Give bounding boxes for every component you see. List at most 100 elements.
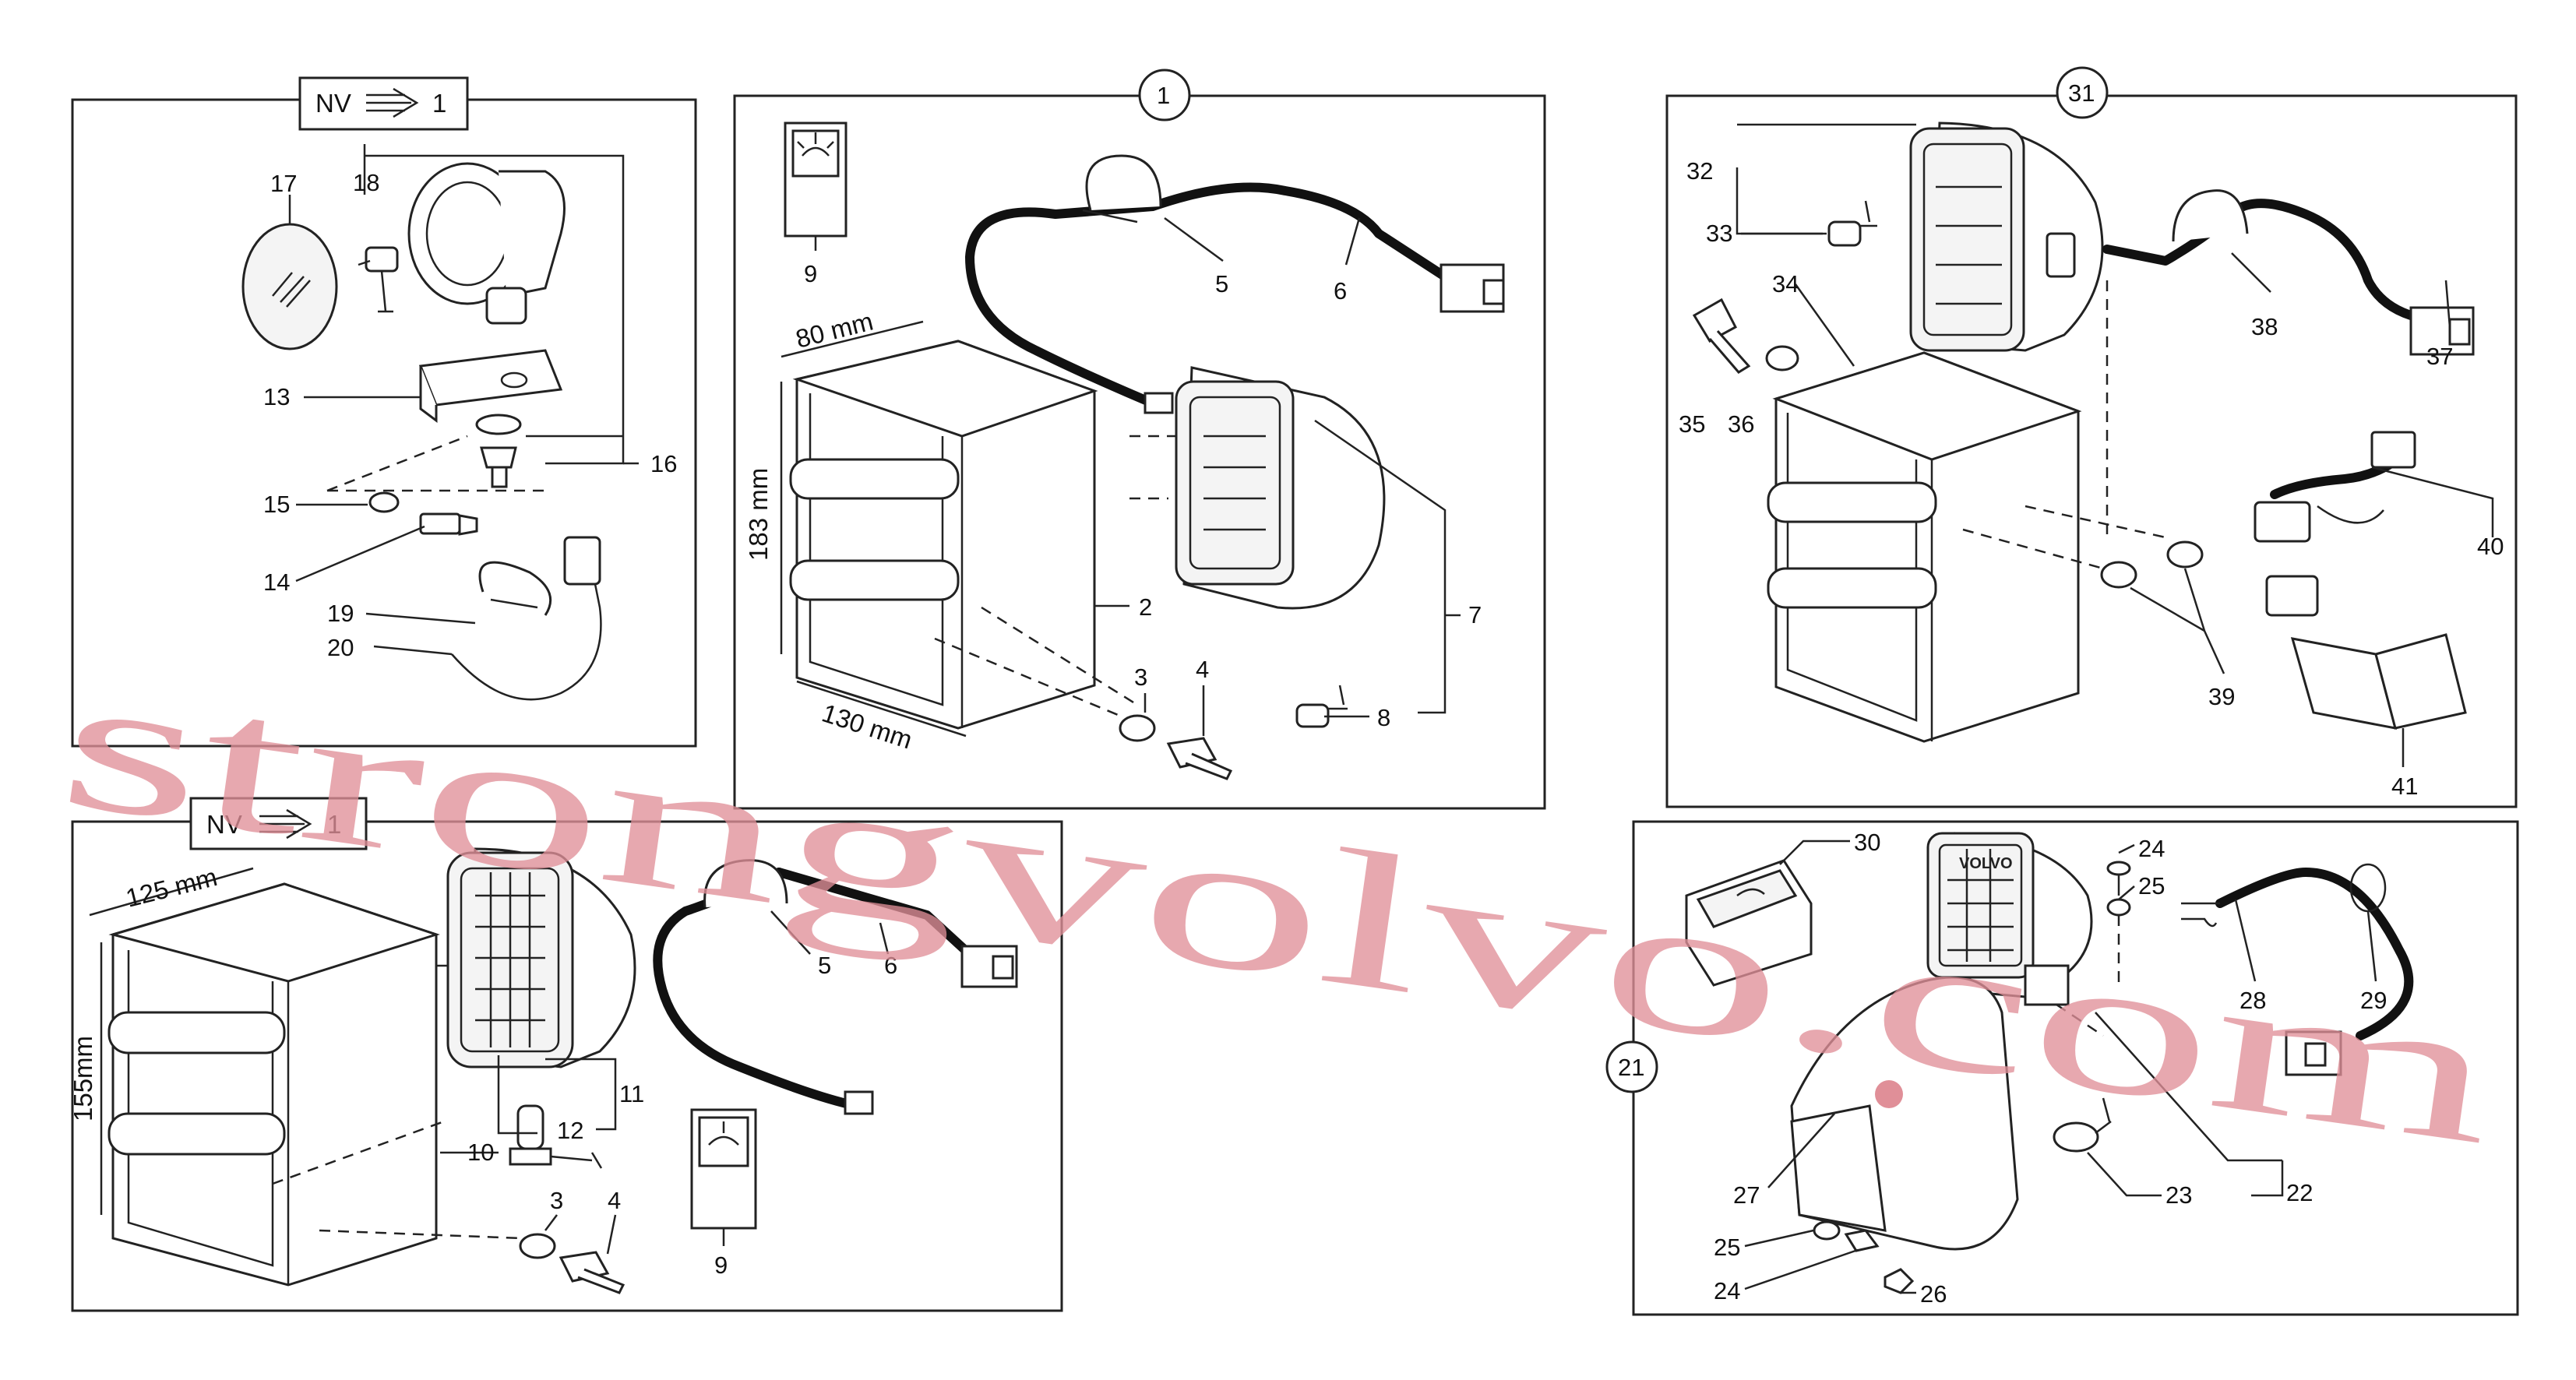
cable-harness-drawing (2215, 868, 2414, 1040)
screw-drawing (2106, 861, 2131, 896)
clamp-drawing (2172, 189, 2249, 242)
nv-badge-label: NV (206, 810, 242, 839)
clamp-drawing (478, 561, 552, 616)
callout-34: 34 (1772, 270, 1799, 297)
sleeve-drawing (480, 446, 517, 469)
connector-drawing (563, 536, 601, 586)
panel-bottom-right: 21 VOLVO (1605, 820, 2519, 1316)
variant-number: 21 (1618, 1054, 1644, 1081)
screw-drawing (1844, 1229, 1880, 1252)
callout-33: 33 (1706, 220, 1732, 247)
callout-41: 41 (2391, 773, 2418, 800)
callout-28: 28 (2239, 987, 2266, 1014)
bolt-drawing (419, 512, 478, 536)
work-light-switch-icon (784, 121, 848, 238)
callout-8: 8 (1377, 704, 1390, 731)
callout-11: 11 (619, 1080, 644, 1107)
nv-badge (189, 797, 368, 850)
arrow-icon (366, 87, 419, 118)
washer-drawing (1119, 714, 1156, 742)
terminal-drawing (1144, 392, 1174, 414)
nut-drawing (475, 414, 522, 435)
callout-40: 40 (2477, 533, 2504, 560)
variant-number: 31 (2068, 79, 2095, 107)
work-lamp-drawing: VOLVO (1926, 832, 2093, 1006)
panel-frame (71, 820, 1063, 1312)
callout-3: 3 (550, 1187, 563, 1214)
callout-35: 35 (1679, 410, 1705, 438)
callout-30: 30 (1854, 829, 1880, 856)
work-lamp-drawing (1175, 366, 1386, 610)
dim-line-width (781, 320, 924, 358)
variant-circle (2056, 66, 2109, 119)
callout-7: 7 (1468, 601, 1482, 628)
bulb-drawing (1295, 685, 1348, 728)
manual-booklet-icon (2290, 633, 2467, 730)
connector-drawing (2265, 575, 2319, 617)
protective-cage-drawing (107, 882, 440, 1287)
clamp-drawing (1085, 154, 1162, 211)
callout-25-lower: 25 (1714, 1234, 1740, 1261)
bushing-drawing (2100, 561, 2137, 589)
nut-drawing (1884, 1268, 1915, 1294)
callout-19: 19 (327, 600, 354, 627)
callout-6: 6 (884, 952, 897, 979)
protective-cage-drawing (789, 340, 1098, 730)
callout-25: 25 (2138, 872, 2165, 899)
callout-9: 9 (804, 260, 817, 287)
callout-17: 17 (270, 170, 297, 197)
nv-badge-label: NV (315, 89, 351, 118)
arrow-icon (259, 808, 312, 840)
work-lamp-drawing (446, 847, 636, 1068)
callout-12: 12 (557, 1117, 583, 1144)
washer-drawing (368, 491, 400, 513)
dim-height-label: 183 mm (744, 468, 773, 561)
rocker-switch-drawing (1685, 859, 1813, 987)
bolt-drawing (559, 1251, 625, 1294)
variant-circle (1138, 69, 1191, 121)
dim-height-label: 155mm (69, 1036, 97, 1121)
callout-3: 3 (1134, 664, 1147, 691)
panel-top-right: 31 (1665, 66, 2518, 808)
dim-line-width (89, 867, 254, 917)
cable-drawing (451, 568, 602, 701)
bulb-drawing (1827, 200, 1877, 247)
dim-width-label: 125 mm (123, 862, 220, 913)
cable-harness-drawing (2102, 199, 2431, 324)
nv-badge-number: 1 (327, 810, 341, 839)
callout-20: 20 (327, 634, 354, 661)
bolt-drawing (1166, 737, 1233, 780)
terminal-drawing (844, 1090, 874, 1115)
callout-14: 14 (263, 569, 290, 596)
callout-23: 23 (2165, 1181, 2192, 1209)
nv-badge (298, 76, 469, 131)
brand-label: VOLVO (1959, 855, 2013, 872)
bolt-drawing (1692, 297, 1751, 374)
callout-24-lower: 24 (1714, 1277, 1740, 1304)
callout-36: 36 (1728, 410, 1754, 438)
callout-18: 18 (353, 169, 379, 196)
bulb-drawing (358, 246, 399, 313)
callout-22: 22 (2286, 1179, 2313, 1206)
callout-13: 13 (263, 383, 290, 410)
bracket-drawing (418, 349, 563, 423)
lamp-lens-drawing (241, 223, 338, 350)
nv-badge-number: 1 (432, 89, 446, 118)
callout-5: 5 (818, 952, 831, 979)
callout-37: 37 (2426, 343, 2453, 370)
cable-harness-drawing (965, 182, 1461, 410)
callout-27: 27 (1733, 1181, 1760, 1209)
clamp-drawing (703, 859, 788, 908)
washer-drawing (519, 1233, 556, 1259)
callout-4: 4 (608, 1187, 621, 1214)
callout-26: 26 (1920, 1280, 1947, 1308)
callout-39: 39 (2208, 683, 2235, 710)
callout-4: 4 (1196, 656, 1209, 683)
dim-width-label: 80 mm (793, 306, 876, 353)
callout-16: 16 (650, 450, 677, 477)
panel-top-center: 1 (733, 69, 1546, 810)
work-lamp-drawing (1909, 121, 2104, 352)
washer-drawing (1813, 1220, 1841, 1241)
lamp-cover-drawing (1790, 976, 2019, 1251)
